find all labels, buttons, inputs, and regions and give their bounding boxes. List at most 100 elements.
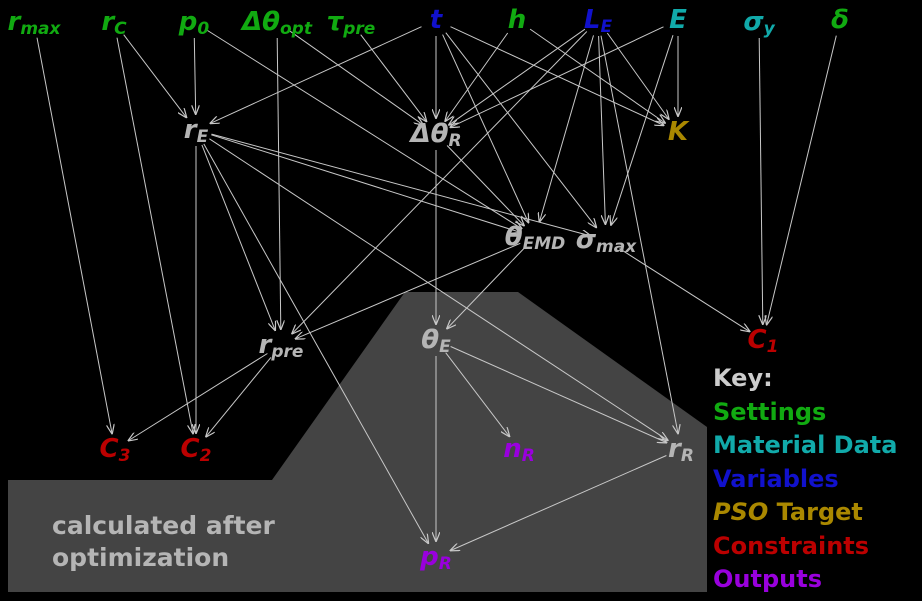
legend-item-text: Constraints (713, 531, 870, 560)
node-p_R: pR (419, 542, 452, 574)
node-subscript: 3 (119, 446, 131, 466)
node-symbol: K (668, 117, 690, 147)
node-sigma_max: σmax (576, 225, 637, 257)
edge-r_E-to-r_pre (201, 144, 275, 330)
edge-E-to-dtheta_R (451, 26, 664, 127)
node-r_pre: rpre (259, 330, 304, 362)
node-t: t (430, 5, 444, 35)
edge-r_C-to-C_2 (116, 37, 193, 434)
edge-r_E-to-theta_EMD (211, 134, 519, 232)
node-C_1: C1 (748, 325, 779, 357)
node-symbol: Δθ (240, 7, 280, 37)
node-subscript: y (764, 19, 776, 39)
node-symbol: p (419, 542, 439, 572)
node-subscript: R (522, 446, 535, 466)
region-caption: calculated after optimization (52, 510, 352, 574)
edge-L_E-to-sigma_max (598, 35, 606, 224)
node-C_3: C3 (100, 434, 131, 466)
edge-sigma_max-to-C_1 (619, 248, 750, 332)
node-symbol: C (748, 325, 767, 355)
node-subscript: max (20, 19, 61, 39)
edge-p_0-to-theta_EMD (207, 30, 522, 229)
edge-dtheta_R-to-theta_EMD (446, 145, 524, 226)
legend-item-text: Outputs (713, 565, 822, 593)
node-K: K (668, 117, 690, 147)
post-optimization-region (8, 292, 707, 592)
edge-t-to-K (450, 26, 664, 126)
node-r_E: rE (184, 115, 209, 147)
edge-delta-to-C_1 (767, 35, 837, 325)
node-symbol: C (181, 434, 200, 464)
node-symbol: t (430, 5, 444, 35)
edge-theta_E-to-n_R (445, 352, 510, 437)
node-subscript: opt (280, 19, 313, 39)
legend-item-settings: Settings (713, 396, 897, 430)
edge-h-to-K (529, 28, 665, 123)
edge-r_E-to-sigma_max (211, 133, 591, 236)
node-C_2: C2 (181, 434, 212, 466)
node-delta: δ (831, 5, 849, 35)
legend-item-text: Variables (713, 464, 839, 493)
node-subscript: E (197, 127, 209, 147)
node-L_E: LE (584, 5, 613, 37)
edges-layer (36, 26, 837, 551)
legend-item-material: Material Data (713, 429, 897, 463)
node-subscript: pre (342, 19, 375, 39)
legend-item-text: Settings (713, 397, 827, 426)
edge-r_max-to-C_3 (36, 37, 112, 434)
node-symbol: C (100, 434, 119, 464)
node-r_R: rR (668, 434, 694, 466)
node-subscript: 1 (767, 337, 779, 357)
node-tau_pre: τpre (327, 7, 376, 39)
edge-L_E-to-dtheta_R (449, 28, 586, 125)
node-h: h (508, 5, 527, 35)
node-symbol: r (184, 115, 199, 145)
node-symbol: σ (743, 7, 764, 37)
node-theta_E: θE (421, 325, 451, 357)
node-subscript: E (600, 17, 612, 37)
legend-item-variables: Variables (713, 463, 897, 497)
edge-theta_EMD-to-r_pre (296, 242, 521, 338)
edge-r_pre-to-C_3 (129, 353, 268, 441)
node-theta_EMD: θEMD (505, 222, 566, 254)
node-symbol: n (503, 434, 522, 464)
legend-title: Key: (713, 364, 773, 392)
node-subscript: EMD (523, 234, 566, 254)
node-subscript: C (114, 19, 127, 39)
edge-L_E-to-K (606, 32, 668, 119)
node-dtheta_opt: Δθopt (240, 7, 313, 39)
node-symbol: p (178, 7, 198, 37)
node-symbol: σ (576, 225, 597, 255)
node-symbol: θ (421, 325, 439, 355)
node-symbol: r (668, 434, 683, 464)
node-symbol: δ (831, 5, 849, 35)
edge-h-to-dtheta_R (445, 32, 509, 121)
node-subscript: R (439, 554, 452, 574)
region-caption-line-2: optimization (52, 543, 230, 572)
node-symbol: r (259, 330, 274, 360)
node-symbol: E (669, 5, 687, 35)
node-subscript: R (448, 131, 461, 151)
legend-item-target: PSO Target (713, 496, 897, 530)
edge-tau_pre-to-dtheta_R (360, 34, 427, 122)
edge-dtheta_opt-to-dtheta_R (289, 30, 423, 125)
node-symbol: r (101, 7, 116, 37)
legend-item-text: PSO (713, 498, 769, 526)
edge-p_0-to-r_E (194, 37, 195, 114)
node-sigma_y: σy (743, 7, 775, 39)
legend-item-text: Material Data (713, 431, 898, 459)
node-n_R: nR (503, 434, 535, 466)
edge-t-to-sigma_max (445, 32, 596, 228)
edge-theta_EMD-to-theta_E (447, 248, 525, 329)
node-r_max: rmax (8, 7, 62, 39)
edge-t-to-r_E (211, 26, 422, 124)
node-p_0: p0 (178, 7, 210, 39)
node-symbol: τ (327, 7, 345, 37)
node-symbol: L (584, 5, 601, 35)
edge-r_E-to-p_R (203, 143, 428, 543)
edge-L_E-to-theta_EMD (540, 35, 594, 221)
